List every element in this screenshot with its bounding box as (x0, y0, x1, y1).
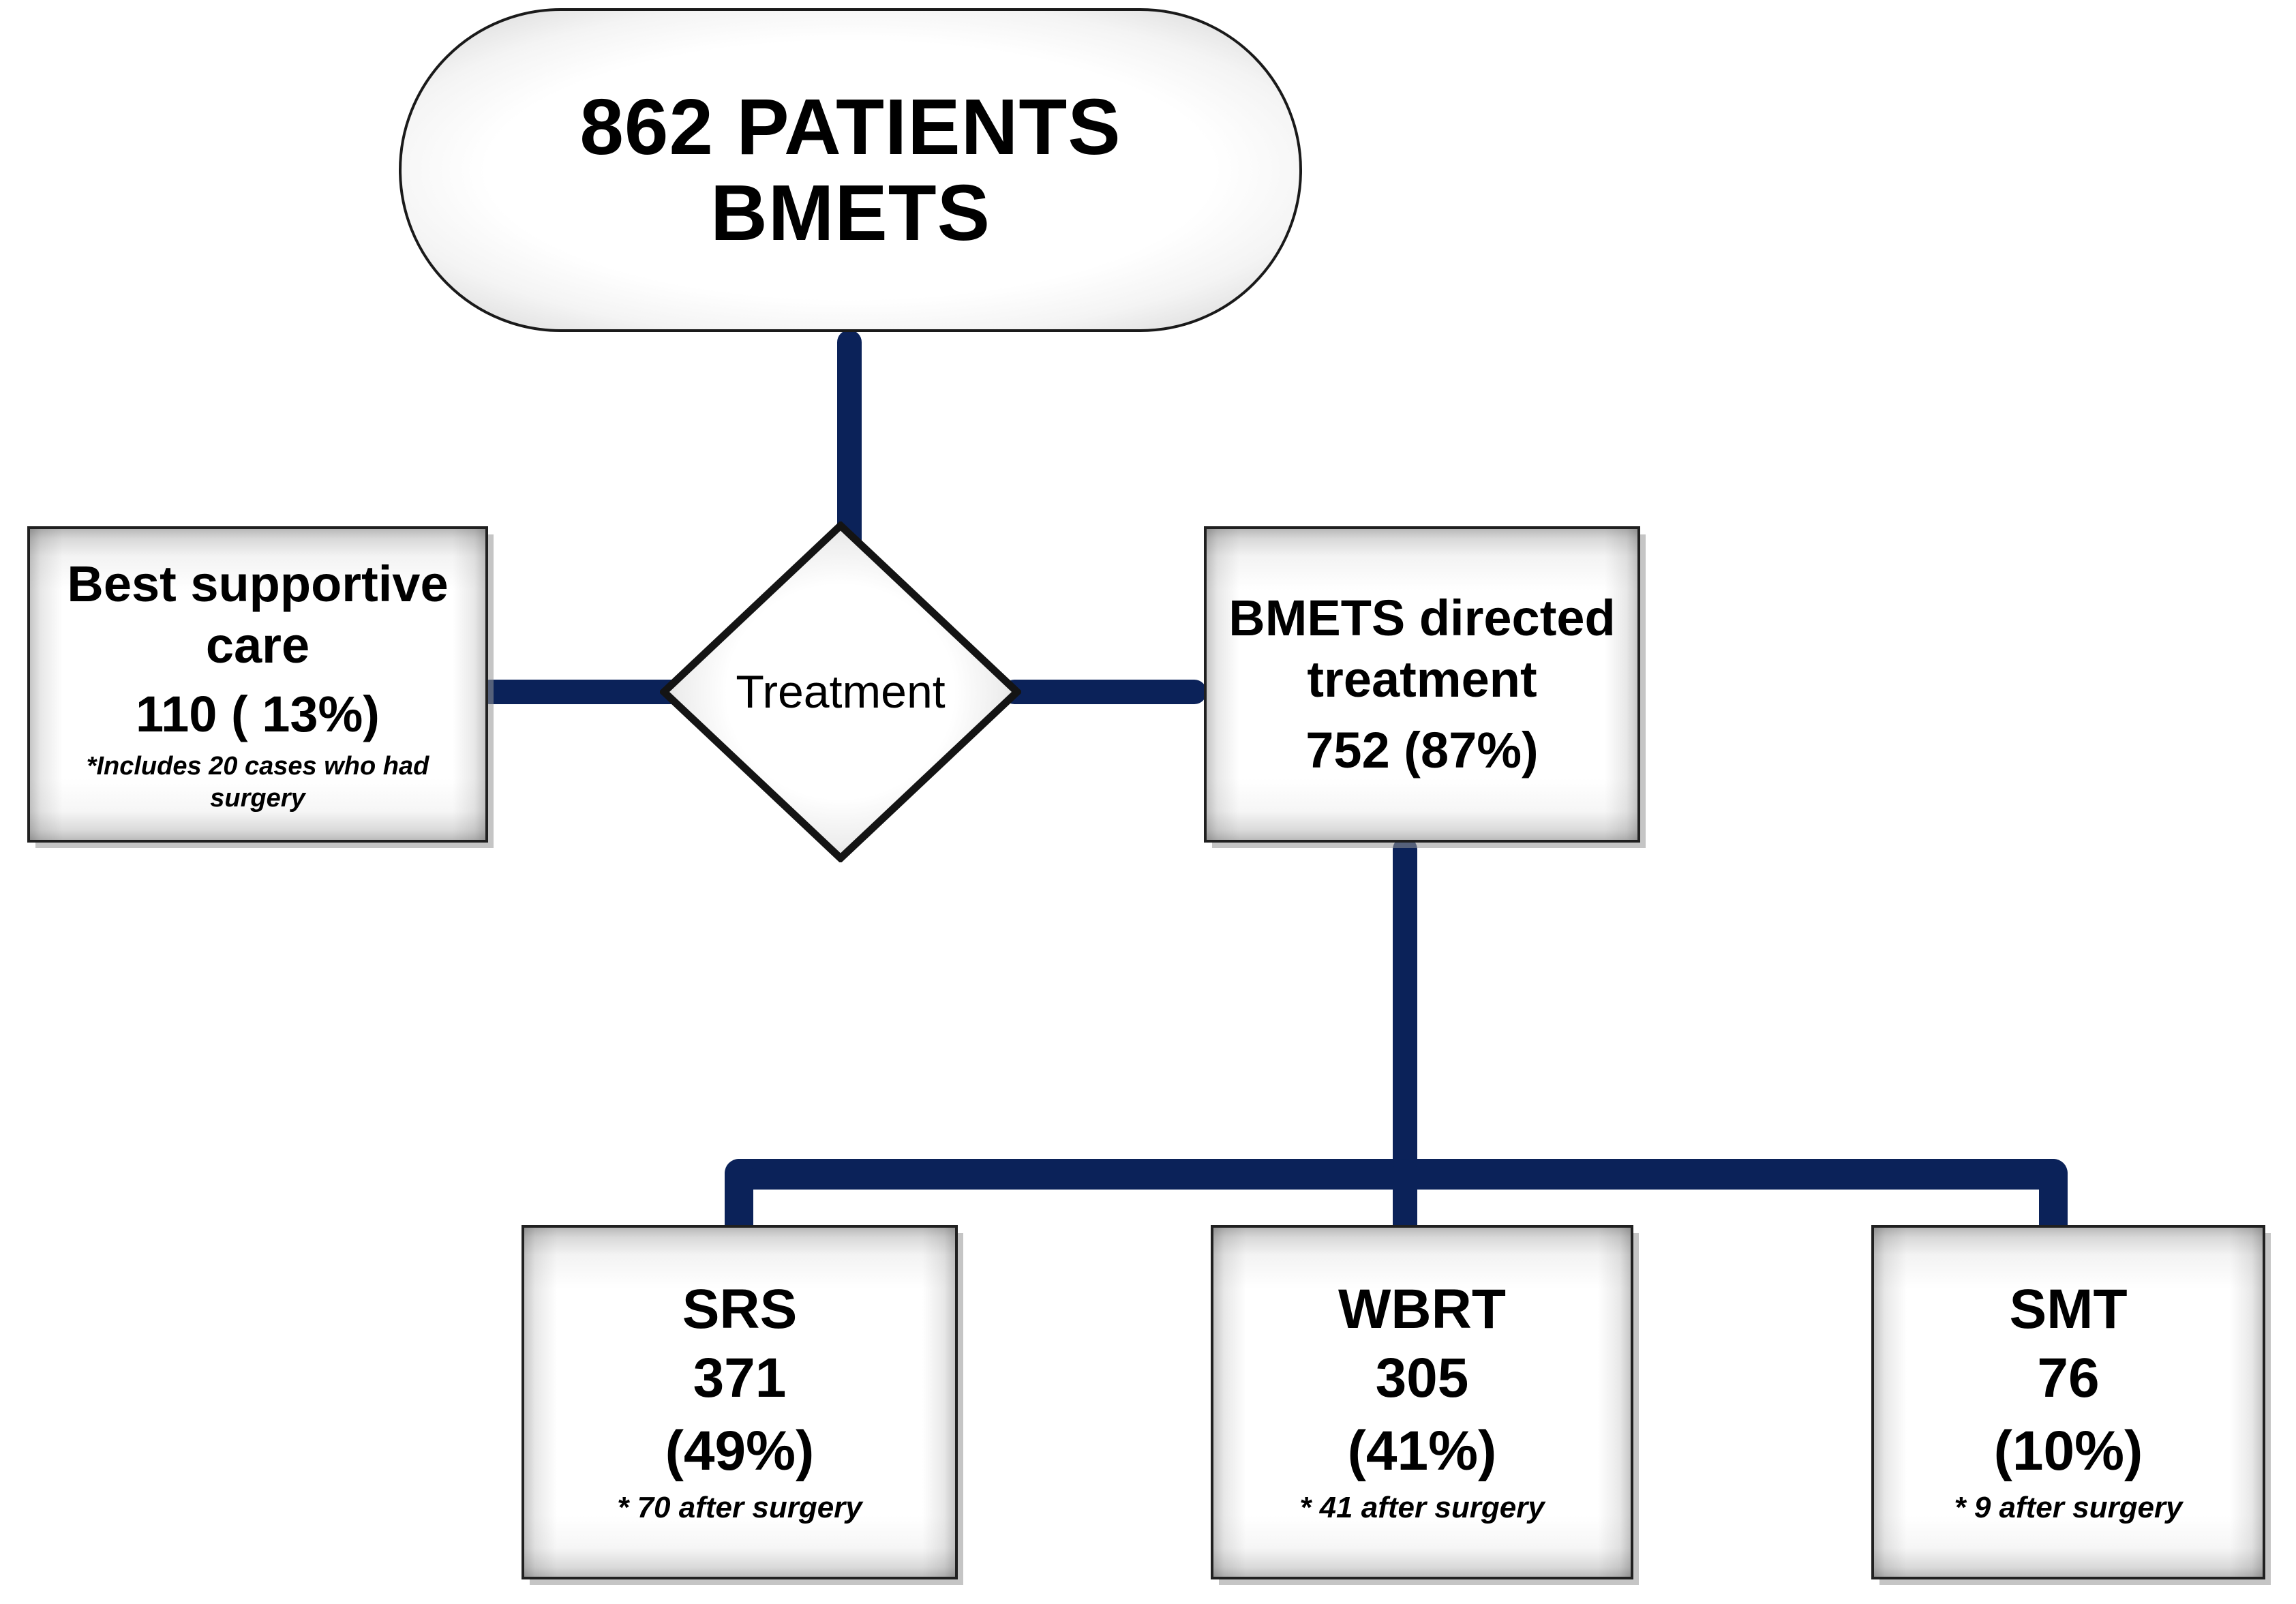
left-box-note: *Includes 20 cases who had surgery (86, 751, 429, 813)
outcome-box-srs: SRS 371 (49%) * 70 after surgery (522, 1225, 958, 1579)
diamond-shape (660, 521, 1021, 862)
connector-decision-to-left-box (477, 680, 689, 704)
left-box-title-line-2: care (205, 617, 310, 674)
connector-drop-wbrt (1393, 1159, 1417, 1246)
left-box-title-line-1: Best supportive (67, 556, 449, 613)
connector-drop-smt (2039, 1159, 2068, 1246)
right-box-value: 752 (87%) (1305, 722, 1539, 779)
connector-drop-srs (725, 1159, 753, 1246)
branch-box-best-supportive-care: Best supportive care 110 ( 13%) *Include… (27, 526, 488, 843)
outcome-count: 76 (2037, 1346, 2100, 1409)
outcome-count: 305 (1375, 1346, 1469, 1409)
right-box-title-line-1: BMETS directed (1228, 589, 1616, 646)
root-line-2: BMETS (710, 168, 991, 257)
outcome-percent: (10%) (1993, 1419, 2143, 1482)
outcome-box-wbrt: WBRT 305 (41%) * 41 after surgery (1211, 1225, 1633, 1579)
root-node-862-patients-bmets: 862 PATIENTS BMETS (399, 8, 1302, 332)
outcome-box-smt: SMT 76 (10%) * 9 after surgery (1871, 1225, 2265, 1579)
outcome-percent: (49%) (665, 1419, 815, 1482)
outcome-note: * 41 after surgery (1299, 1491, 1545, 1525)
outcome-note: * 9 after surgery (1954, 1491, 2183, 1525)
root-line-1: 862 PATIENTS (579, 82, 1121, 172)
outcome-title: SMT (2009, 1278, 2128, 1341)
outcome-title: WBRT (1338, 1278, 1506, 1341)
right-box-title-line-2: treatment (1307, 650, 1537, 708)
connector-right-box-down (1393, 837, 1417, 1192)
outcome-percent: (41%) (1347, 1419, 1497, 1482)
decision-label: Treatment (736, 666, 946, 718)
left-box-value: 110 ( 13%) (136, 685, 380, 742)
decision-node-treatment: Treatment (660, 521, 1021, 862)
outcome-title: SRS (682, 1278, 798, 1341)
outcome-note: * 70 after surgery (617, 1491, 862, 1525)
branch-box-bmets-directed-treatment: BMETS directed treatment 752 (87%) (1204, 526, 1640, 843)
connector-decision-to-right-box (1002, 680, 1207, 704)
outcome-count: 371 (693, 1346, 787, 1409)
